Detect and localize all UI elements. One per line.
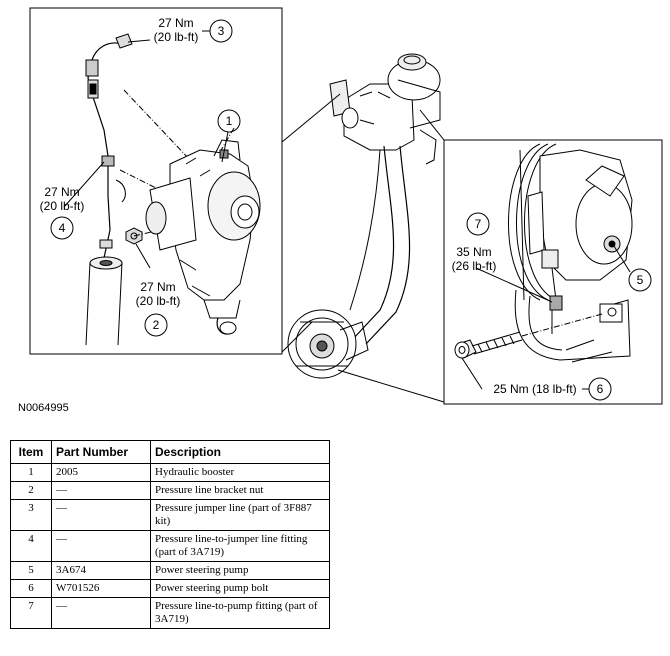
table-row: 5 3A674 Power steering pump <box>10 561 330 580</box>
hose <box>85 256 123 346</box>
booster-assembly-small <box>329 53 441 165</box>
header-item: Item <box>10 440 52 464</box>
figure-id: N0064995 <box>18 402 69 414</box>
table-row: 7 — Pressure line-to-pump fitting (part … <box>10 597 330 629</box>
callout-1-circle <box>217 109 241 163</box>
cell-part: W701526 <box>51 579 151 598</box>
parts-table: Item Part Number Description 1 2005 Hydr… <box>10 440 330 629</box>
bolt-leader <box>521 313 603 337</box>
cell-item: 2 <box>10 481 52 500</box>
callout-5-circle <box>613 245 652 292</box>
callout-4-torque-nm: 27 Nm <box>44 185 79 199</box>
callout-2-circle <box>135 243 168 337</box>
table-row: 6 W701526 Power steering pump bolt <box>10 579 330 598</box>
cell-desc: Pressure line bracket nut <box>150 481 330 500</box>
exploded-view-diagram: 1 2 3 4 5 6 7 27 Nm (20 lb-ft) 27 Nm (20… <box>29 7 663 405</box>
cell-desc: Power steering pump <box>150 561 330 580</box>
table-row: 2 — Pressure line bracket nut <box>10 481 330 500</box>
callout-4-num: 4 <box>59 221 66 235</box>
callout-6-num: 6 <box>597 382 604 396</box>
callout-6-circle <box>461 357 612 401</box>
callout-4-torque-lbft: (20 lb-ft) <box>40 199 85 213</box>
cell-part: 2005 <box>51 463 151 482</box>
cell-part: — <box>51 597 151 629</box>
right-detail-frame <box>443 139 663 405</box>
hydraulic-booster <box>145 139 261 335</box>
power-steering-pump <box>508 143 633 363</box>
callout-6-torque: 25 Nm (18 lb-ft) <box>493 382 576 396</box>
pressure-line-fitting <box>99 155 126 259</box>
cell-item: 3 <box>10 499 52 531</box>
callout-7-torque-lbft: (26 lb-ft) <box>452 259 497 273</box>
left-detail-frame <box>29 7 283 355</box>
table-header-row: Item Part Number Description <box>10 440 330 464</box>
callout-4-circle <box>50 161 105 240</box>
cell-part: — <box>51 530 151 562</box>
callout-7-torque-nm: 35 Nm <box>456 245 491 259</box>
table-row: 3 — Pressure jumper line (part of 3F887 … <box>10 499 330 531</box>
cell-desc: Pressure jumper line (part of 3F887 kit) <box>150 499 330 531</box>
callout-1-num: 1 <box>226 114 233 128</box>
cell-part: 3A674 <box>51 561 151 580</box>
callout-3-num: 3 <box>218 24 225 38</box>
detail-connector-lines <box>281 93 445 403</box>
callout-7-num: 7 <box>475 217 482 231</box>
callout-3-circle <box>127 19 233 43</box>
cell-desc: Power steering pump bolt <box>150 579 330 598</box>
header-part-number: Part Number <box>51 440 151 464</box>
pump-bolt <box>454 331 523 359</box>
callout-2-num: 2 <box>153 318 160 332</box>
table-row: 1 2005 Hydraulic booster <box>10 463 330 482</box>
cell-desc: Hydraulic booster <box>150 463 330 482</box>
callout-5-num: 5 <box>637 273 644 287</box>
cell-item: 4 <box>10 530 52 562</box>
cell-item: 1 <box>10 463 52 482</box>
table-row: 4 — Pressure line-to-jumper line fitting… <box>10 530 330 562</box>
pump-assembly-small <box>287 309 369 379</box>
pressure-jumper-line <box>85 33 133 157</box>
cell-part: — <box>51 499 151 531</box>
callout-3-torque-lbft: (20 lb-ft) <box>154 30 199 44</box>
cell-item: 5 <box>10 561 52 580</box>
callout-7-circle <box>466 212 553 303</box>
cell-desc: Pressure line-to-jumper line fitting (pa… <box>150 530 330 562</box>
callout-2-torque-lbft: (20 lb-ft) <box>136 294 181 308</box>
cell-item: 6 <box>10 579 52 598</box>
cell-desc: Pressure line-to-pump fitting (part of 3… <box>150 597 330 629</box>
header-description: Description <box>150 440 330 464</box>
cell-item: 7 <box>10 597 52 629</box>
cell-part: — <box>51 481 151 500</box>
callout-3-torque-nm: 27 Nm <box>158 16 193 30</box>
pressure-line-hose <box>349 145 411 345</box>
callout-2-torque-nm: 27 Nm <box>140 280 175 294</box>
